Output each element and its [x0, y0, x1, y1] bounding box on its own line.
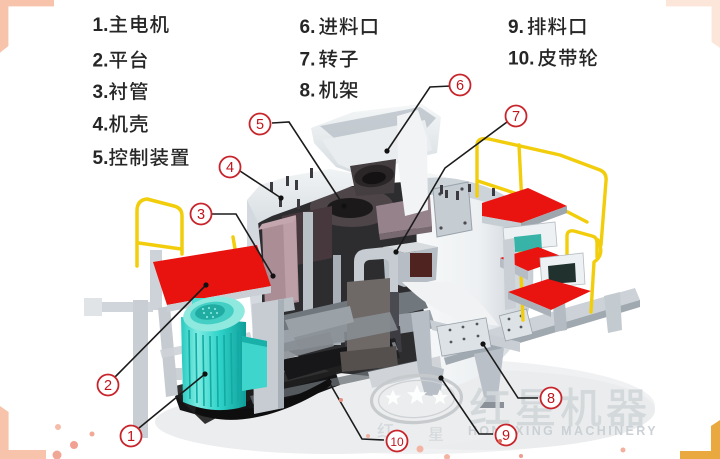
svg-text:1: 1	[127, 429, 135, 445]
svg-text:5: 5	[256, 117, 264, 133]
svg-text:9: 9	[502, 428, 510, 444]
svg-text:5.: 5.	[93, 148, 109, 169]
svg-text:1.: 1.	[93, 15, 109, 36]
svg-text:6: 6	[456, 78, 464, 94]
svg-text:10.: 10.	[508, 49, 534, 70]
svg-text:4: 4	[226, 160, 234, 176]
svg-text:9.: 9.	[508, 17, 524, 38]
svg-text:3.: 3.	[93, 82, 109, 103]
svg-text:4.: 4.	[93, 115, 109, 136]
svg-text:3: 3	[197, 207, 205, 223]
svg-text:8: 8	[547, 391, 555, 407]
svg-text:10: 10	[390, 435, 404, 449]
svg-text:6.: 6.	[300, 17, 316, 38]
svg-text:2.: 2.	[93, 51, 109, 72]
svg-text:7.: 7.	[300, 50, 316, 71]
svg-text:2: 2	[104, 378, 112, 394]
svg-text:7: 7	[512, 109, 520, 125]
svg-text:8.: 8.	[300, 81, 316, 102]
